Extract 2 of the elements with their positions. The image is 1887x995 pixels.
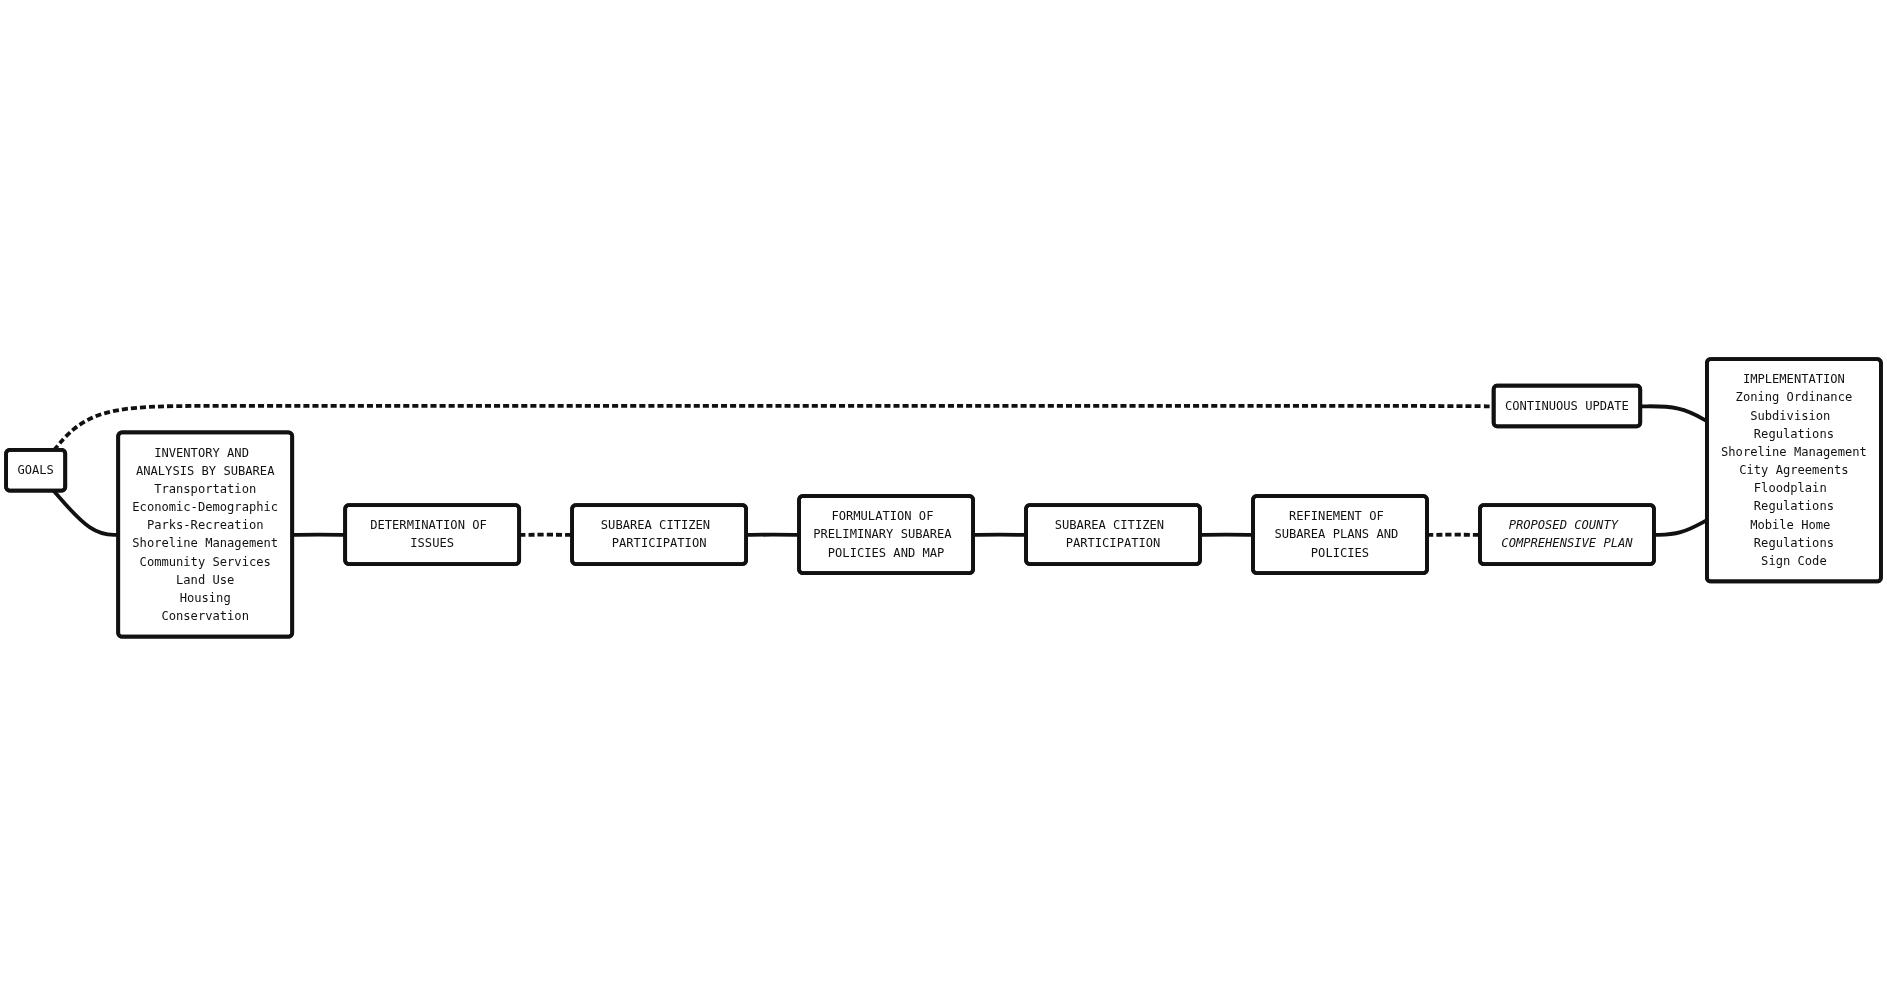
- connector: [1200, 532, 1254, 537]
- connector: [1427, 532, 1481, 537]
